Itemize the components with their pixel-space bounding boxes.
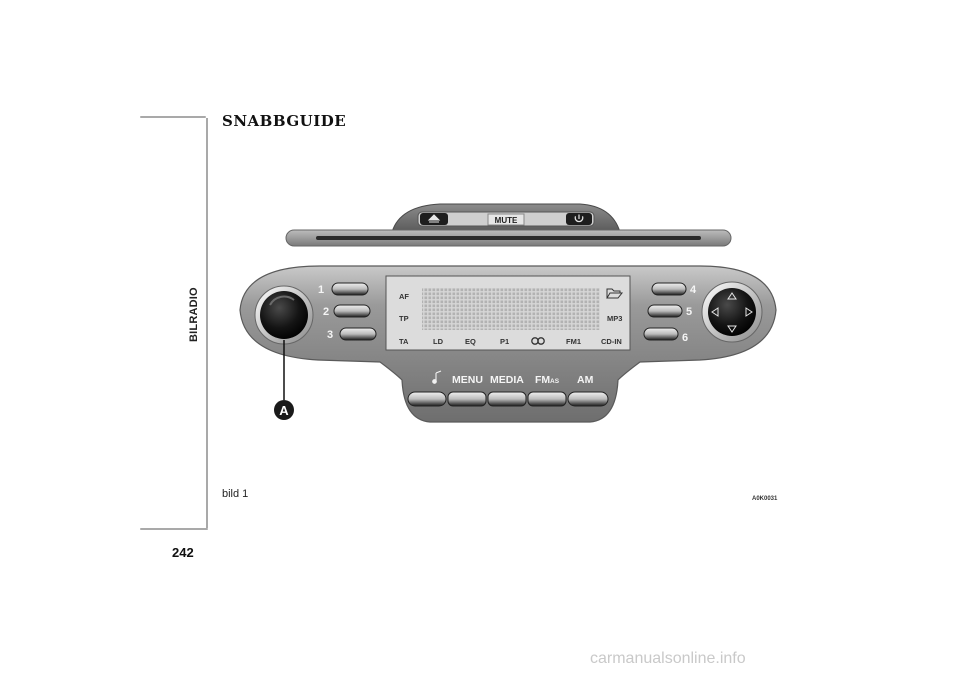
navigation-knob-group xyxy=(701,281,763,343)
display-label-p1: P1 xyxy=(500,337,509,346)
fm-button[interactable] xyxy=(527,391,567,407)
nav-right-icon[interactable] xyxy=(745,307,753,317)
volume-knob-group xyxy=(254,285,314,345)
margin-line-bottom xyxy=(140,528,208,530)
display-label-ta: TA xyxy=(399,337,409,346)
display-label-fm1: FM1 xyxy=(566,337,581,346)
preset-label-3: 3 xyxy=(327,329,333,341)
menu-button[interactable] xyxy=(447,391,487,407)
figure-caption: bild 1 xyxy=(222,488,249,500)
mute-button[interactable] xyxy=(487,213,525,226)
preset-label-1: 1 xyxy=(318,284,324,296)
preset-button-4[interactable] xyxy=(651,282,687,296)
cd-slot-bar xyxy=(285,229,732,247)
preset-label-6: 6 xyxy=(682,332,688,344)
bottom-button-labels: MENU MEDIA FM AS AM xyxy=(432,370,594,386)
menu-label: MENU xyxy=(452,374,483,386)
preset-button-3[interactable] xyxy=(339,327,377,341)
am-button[interactable] xyxy=(567,391,609,407)
display-label-cd-in: CD-IN xyxy=(601,337,622,346)
lcd-display: AF TP TA LD EQ P1 FM1 CD-IN MP3 xyxy=(385,275,631,351)
sound-button[interactable] xyxy=(407,391,447,407)
navigation-knob[interactable] xyxy=(708,288,756,336)
page-title: SNABBGUIDE xyxy=(222,112,347,130)
fm-label: FM xyxy=(535,374,550,386)
preset-label-5: 5 xyxy=(686,306,692,318)
preset-buttons-left: 1 2 3 xyxy=(318,282,377,341)
preset-label-2: 2 xyxy=(323,306,329,318)
display-label-mp3: MP3 xyxy=(607,314,622,323)
display-label-eq: EQ xyxy=(465,337,476,346)
mute-label: MUTE xyxy=(495,216,518,225)
folder-icon xyxy=(606,288,624,299)
preset-button-6[interactable] xyxy=(643,327,679,341)
margin-line-top xyxy=(140,116,206,118)
preset-buttons-right: 4 5 6 xyxy=(643,282,697,344)
volume-knob[interactable] xyxy=(260,291,308,339)
preset-button-5[interactable] xyxy=(647,304,683,318)
power-icon xyxy=(574,214,584,223)
media-button[interactable] xyxy=(487,391,527,407)
footer-watermark: carmanualsonline.info xyxy=(590,650,746,667)
nav-up-icon[interactable] xyxy=(727,292,737,300)
top-control-module: MUTE xyxy=(391,203,621,233)
preset-button-1[interactable] xyxy=(331,282,369,296)
margin-line-vertical xyxy=(206,118,208,528)
am-label: AM xyxy=(577,374,594,386)
callout-a-label: A xyxy=(279,403,289,418)
media-label: MEDIA xyxy=(490,374,524,386)
nav-down-icon[interactable] xyxy=(727,325,737,333)
nav-left-icon[interactable] xyxy=(711,307,719,317)
display-label-tp: TP xyxy=(399,314,409,323)
loop-icon xyxy=(531,337,545,345)
note-icon xyxy=(432,370,442,384)
page-number: 242 xyxy=(172,545,194,560)
image-code: A0K0031 xyxy=(752,496,778,502)
preset-button-2[interactable] xyxy=(333,304,371,318)
display-label-af: AF xyxy=(399,292,409,301)
bottom-buttons xyxy=(407,391,609,407)
display-label-ld: LD xyxy=(433,337,444,346)
preset-label-4: 4 xyxy=(690,284,697,296)
dot-matrix-area xyxy=(422,288,600,330)
callout-a: A xyxy=(274,340,294,420)
eject-icon xyxy=(427,214,441,223)
fm-as-label: AS xyxy=(550,378,560,385)
cd-slot[interactable] xyxy=(316,236,701,240)
